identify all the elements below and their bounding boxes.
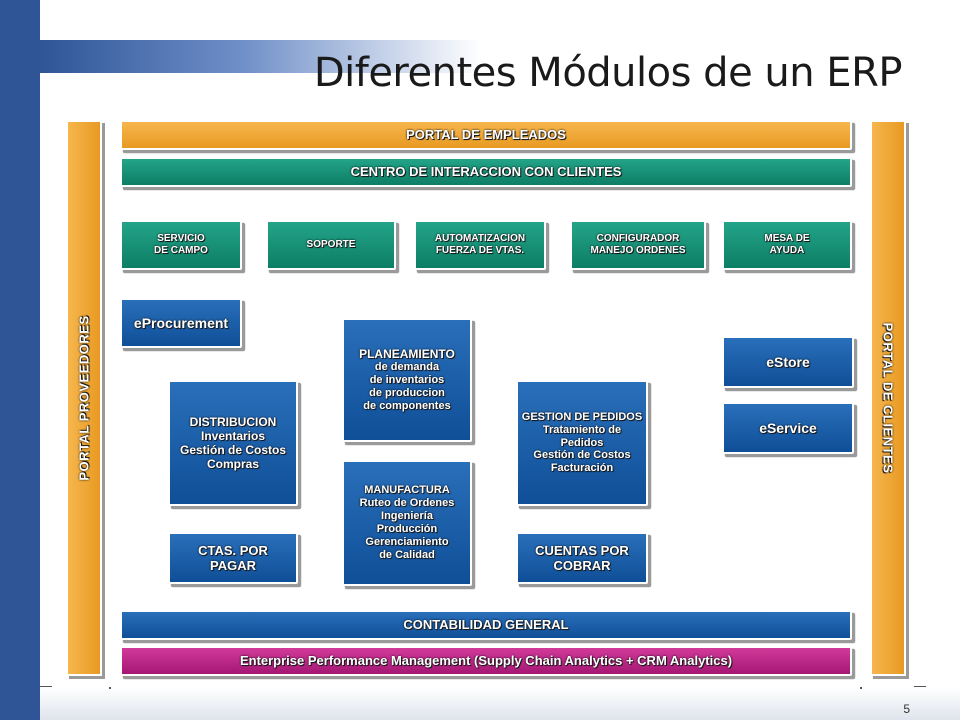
- box-line: eService: [759, 419, 817, 436]
- box-line: CTAS. POR: [198, 542, 268, 558]
- box-line: Gestión de Costos: [179, 443, 286, 457]
- box-line: DISTRIBUCION: [189, 414, 277, 429]
- portal-clientes-bar[interactable]: PORTAL DE CLIENTES: [870, 120, 906, 676]
- box-line: GESTION DE PEDIDOS: [521, 410, 643, 423]
- box-line: CUENTAS POR: [535, 542, 629, 558]
- distribucion-box[interactable]: DISTRIBUCION Inventarios Gestión de Cost…: [168, 380, 298, 506]
- left-accent-bar: [0, 0, 40, 720]
- box-line: Ruteo de Ordenes: [359, 497, 455, 510]
- box-line: MANUFACTURA: [364, 484, 450, 497]
- footer-band: [40, 688, 960, 720]
- box-line: COBRAR: [553, 558, 611, 573]
- contabilidad-label: CONTABILIDAD GENERAL: [403, 617, 569, 633]
- box-line: de produccion: [369, 387, 445, 400]
- eservice-box[interactable]: eService: [722, 402, 854, 454]
- box-line: Ingeniería: [381, 510, 433, 523]
- gestion-pedidos-box[interactable]: GESTION DE PEDIDOS Tratamiento de Pedido…: [516, 380, 648, 506]
- box-line: Gerenciamiento: [365, 535, 449, 548]
- slide-title: Diferentes Módulos de un ERP: [313, 50, 903, 96]
- eprocurement-box[interactable]: eProcurement: [120, 298, 242, 348]
- box-line: Pedidos: [560, 436, 604, 449]
- box-line: DE CAMPO: [154, 245, 208, 256]
- box-line: de componentes: [363, 400, 451, 413]
- ctas-pagar-box[interactable]: CTAS. POR PAGAR: [168, 532, 298, 584]
- mesa-ayuda-box[interactable]: MESA DE AYUDA: [722, 220, 852, 270]
- estore-box[interactable]: eStore: [722, 336, 854, 388]
- box-line: SERVICIO: [157, 233, 205, 245]
- contabilidad-band[interactable]: CONTABILIDAD GENERAL: [120, 610, 852, 640]
- box-line: SOPORTE: [306, 239, 356, 251]
- servicio-campo-box[interactable]: SERVICIO DE CAMPO: [120, 220, 242, 270]
- box-line: Inventarios: [200, 428, 266, 443]
- box-line: MESA DE: [764, 233, 810, 245]
- title-gradient-band: [40, 40, 960, 73]
- epm-band[interactable]: Enterprise Performance Management (Suppl…: [120, 646, 852, 676]
- box-line: eProcurement: [133, 314, 229, 331]
- portal-empleados-label: PORTAL DE EMPLEADOS: [406, 127, 566, 143]
- soporte-box[interactable]: SOPORTE: [266, 220, 396, 270]
- epm-label: Enterprise Performance Management (Suppl…: [239, 653, 733, 669]
- footer-tick: [40, 686, 52, 687]
- box-line: de Calidad: [379, 548, 435, 561]
- box-line: Gestión de Costos: [533, 449, 631, 462]
- box-line: de demanda: [374, 361, 440, 374]
- box-line: Tratamiento de: [542, 423, 622, 436]
- box-line: AUTOMATIZACION: [434, 233, 526, 245]
- automatizacion-box[interactable]: AUTOMATIZACION FUERZA DE VTAS.: [414, 220, 546, 270]
- portal-proveedores-bar[interactable]: PORTAL PROVEEDORES: [66, 120, 102, 676]
- centro-interaccion-band[interactable]: CENTRO DE INTERACCION CON CLIENTES: [120, 157, 852, 187]
- portal-proveedores-label: PORTAL PROVEEDORES: [76, 315, 92, 481]
- centro-interaccion-label: CENTRO DE INTERACCION CON CLIENTES: [350, 164, 622, 180]
- box-line: AYUDA: [769, 245, 805, 256]
- cuentas-cobrar-box[interactable]: CUENTAS POR COBRAR: [516, 532, 648, 584]
- box-line: eStore: [766, 353, 810, 370]
- box-line: Facturación: [550, 462, 614, 475]
- portal-empleados-band[interactable]: PORTAL DE EMPLEADOS: [120, 120, 852, 150]
- box-line: de inventarios: [369, 374, 445, 387]
- box-line: Compras: [206, 457, 259, 472]
- box-line: CONFIGURADOR: [596, 233, 680, 245]
- configurador-box[interactable]: CONFIGURADOR MANEJO ORDENES: [570, 220, 706, 270]
- box-line: PLANEAMIENTO: [359, 346, 455, 361]
- box-line: FUERZA DE VTAS.: [435, 245, 525, 256]
- page-number: 5: [903, 702, 910, 716]
- portal-clientes-label: PORTAL DE CLIENTES: [880, 322, 896, 474]
- box-line: MANEJO ORDENES: [590, 245, 686, 256]
- planeamiento-box[interactable]: PLANEAMIENTO de demanda de inventarios d…: [342, 318, 472, 442]
- footer-tick: [914, 686, 926, 687]
- box-line: Producción: [376, 523, 438, 535]
- footer-dot: [860, 687, 862, 689]
- manufactura-box[interactable]: MANUFACTURA Ruteo de Ordenes Ingeniería …: [342, 460, 472, 586]
- footer-dot: [109, 687, 111, 689]
- box-line: PAGAR: [210, 558, 256, 573]
